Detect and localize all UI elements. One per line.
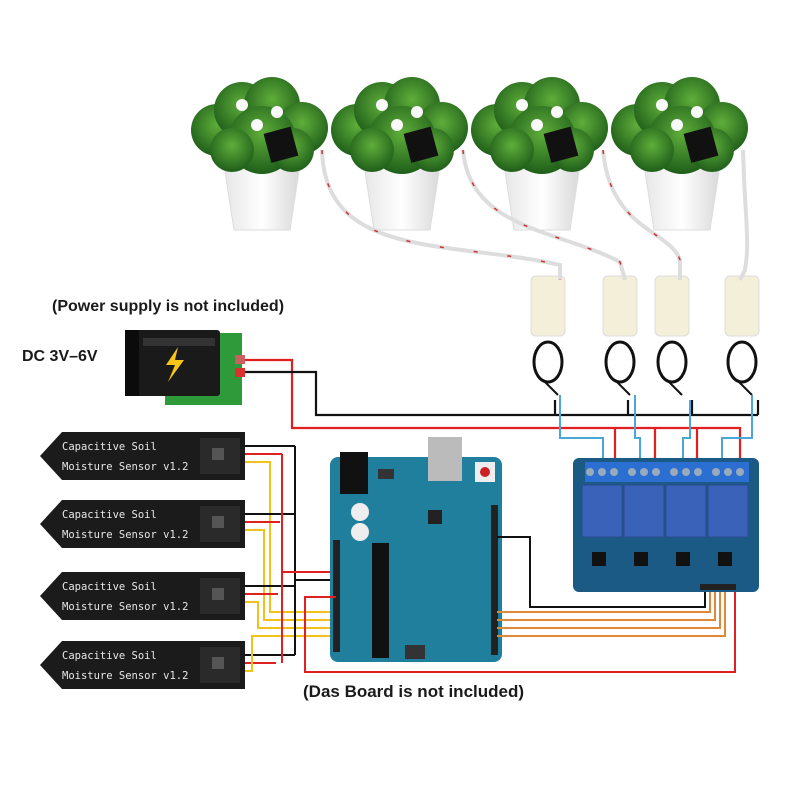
relay-channel [581, 468, 623, 566]
power-note: (Power supply is not included) [52, 298, 285, 315]
relay-channel [623, 468, 665, 566]
sensor-label-line2: Moisture Sensor v1.2 [62, 670, 188, 682]
relay-module [573, 458, 759, 592]
chip [372, 543, 389, 658]
potted-plant [471, 77, 608, 231]
pump-wires [559, 395, 753, 462]
arduino-board [330, 437, 502, 662]
potted-plant [191, 77, 328, 231]
sensor-label-line1: Capacitive Soil [62, 509, 157, 521]
voltage-label: DC 3V–6V [22, 348, 98, 365]
moisture-probe [263, 126, 299, 163]
water-pump [602, 275, 638, 396]
dc-power-jack [125, 330, 245, 405]
sensor-label-line1: Capacitive Soil [62, 650, 157, 662]
moisture-probe [683, 126, 719, 163]
relay-channel [665, 468, 707, 566]
sensor-label-line2: Moisture Sensor v1.2 [62, 461, 188, 473]
sensor-label-line2: Moisture Sensor v1.2 [62, 529, 188, 541]
relay-channel [707, 468, 749, 566]
water-pump [724, 275, 760, 396]
sensor-label-line2: Moisture Sensor v1.2 [62, 601, 188, 613]
moisture-probe [403, 126, 439, 163]
water-pump [654, 275, 690, 396]
reset-button [480, 467, 490, 477]
tube-markers [321, 149, 681, 281]
board-note: (Das Board is not included) [303, 682, 525, 701]
water-pump [530, 275, 566, 396]
moisture-probe [543, 126, 579, 163]
potted-plant [611, 77, 748, 231]
sensor-label-line1: Capacitive Soil [62, 441, 157, 453]
control-wires [304, 536, 736, 673]
sensor-label-line1: Capacitive Soil [62, 581, 157, 593]
potted-plant [331, 77, 468, 231]
lightning-icon [166, 347, 184, 382]
